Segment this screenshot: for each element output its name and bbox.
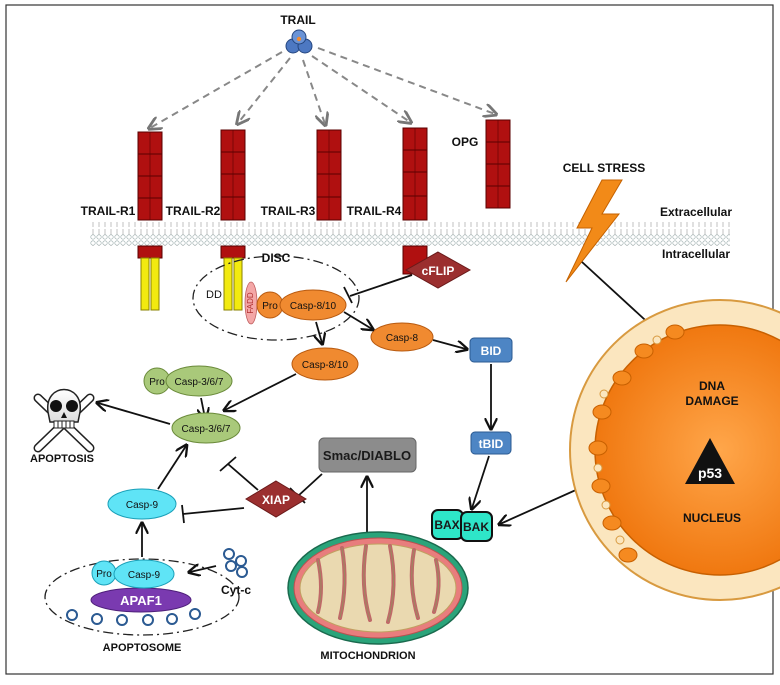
xiap-inhibits-casp9-line — [181, 504, 245, 524]
casp8-label: Casp-8 — [386, 333, 419, 344]
xiap-label: XIAP — [262, 493, 290, 507]
casp810-disc-label: Casp-8/10 — [290, 301, 337, 312]
disc-label: DISC — [262, 251, 291, 265]
trail-label: TRAIL — [280, 13, 315, 27]
mitochondrion-label: MITOCHONDRION — [320, 650, 415, 662]
apaf1-label: APAF1 — [120, 593, 162, 608]
trail-r1-receptor — [137, 131, 163, 311]
p53-triangle — [685, 438, 735, 484]
trail-binding-arrows — [150, 47, 495, 128]
opg-label: OPG — [452, 135, 479, 149]
casp8-to-bid-arrow — [432, 339, 466, 349]
cytochrome-c-icon — [223, 548, 248, 578]
cflip-inhibition-line — [343, 274, 413, 304]
xiap-inhibits-casp367-line — [219, 456, 259, 491]
trail-r4-receptor — [402, 127, 428, 275]
cytc-to-apoptosome-arrow — [190, 566, 217, 572]
cell-stress-label: CELL STRESS — [563, 161, 645, 175]
cflip-inhibitor — [404, 251, 472, 289]
nucleus-organelle — [569, 299, 780, 601]
tbid-to-bax-arrow — [472, 455, 490, 508]
apoptosome-boundary — [44, 558, 240, 636]
casp9-node — [107, 488, 177, 520]
opg-decoy-receptor — [485, 119, 511, 209]
bak-node — [460, 511, 493, 542]
casp8-node — [370, 322, 434, 352]
pro-casp810-label: Pro — [262, 301, 278, 312]
cytc-label: Cyt-c — [221, 583, 251, 597]
trail-r1-label: TRAIL-R1 — [81, 204, 136, 218]
apoptosome-cytc-rings — [66, 608, 201, 626]
disc-to-casp8-arrow — [343, 311, 372, 329]
casp9-apoptosome-node — [113, 559, 175, 589]
casp810-to-casp367-arrow — [225, 373, 297, 410]
disc-to-casp810-arrow — [316, 321, 322, 343]
casp810-node — [291, 347, 359, 381]
trail-r3-label: TRAIL-R3 — [261, 204, 316, 218]
apoptosome-label: APOPTOSOME — [103, 642, 182, 654]
trail-r2-label: TRAIL-R2 — [166, 204, 221, 218]
intracellular-label: Intracellular — [662, 247, 730, 261]
tbid-label: tBID — [479, 437, 504, 451]
procasp367-node — [165, 365, 233, 397]
skull-crossbones-icon — [33, 388, 95, 453]
lightning-bolt-icon — [565, 179, 623, 283]
trail-r2-receptor — [220, 129, 246, 311]
disc-complex-boundary — [192, 255, 360, 341]
cell-membrane — [90, 222, 730, 246]
p53-label: p53 — [698, 465, 722, 481]
nucleus-label: NUCLEUS — [683, 511, 741, 525]
dd-label: DD — [206, 289, 222, 301]
bak-label: BAK — [463, 520, 489, 534]
tbid-node — [470, 431, 512, 455]
apoptosis-label: APOPTOSIS — [30, 453, 94, 465]
trail-r3-receptor — [316, 129, 342, 221]
bid-label: BID — [481, 344, 502, 358]
pro-casp9-label: Pro — [96, 569, 112, 580]
casp9-to-casp367-arrow — [157, 446, 186, 490]
smac-diablo-node — [318, 437, 417, 473]
casp367-to-apoptosis-arrow — [98, 403, 171, 425]
casp367-label: Casp-3/6/7 — [182, 424, 231, 435]
casp367-pro-label: Casp-3/6/7 — [175, 377, 224, 388]
casp9-label: Casp-9 — [126, 500, 159, 511]
pro-casp367-label: Pro — [149, 377, 165, 388]
dna-damage-label-line1: DNA — [699, 379, 725, 393]
casp810-disc-node — [279, 289, 347, 321]
dna-damage-label-line2: DAMAGE — [685, 394, 738, 408]
cflip-label: cFLIP — [422, 264, 455, 278]
bax-label: BAX — [434, 518, 459, 532]
mitochondrion-organelle — [287, 531, 469, 645]
extracellular-label: Extracellular — [660, 205, 732, 219]
casp367-node — [171, 412, 241, 444]
casp810-label: Casp-8/10 — [302, 360, 349, 371]
xiap-inhibitor — [245, 480, 307, 518]
trail-ligand-icon — [285, 29, 313, 54]
smac-label: Smac/DIABLO — [323, 448, 411, 463]
trail-r4-label: TRAIL-R4 — [347, 204, 402, 218]
casp9-apo-label: Casp-9 — [128, 570, 161, 581]
fadd-label: FADD — [246, 292, 255, 314]
